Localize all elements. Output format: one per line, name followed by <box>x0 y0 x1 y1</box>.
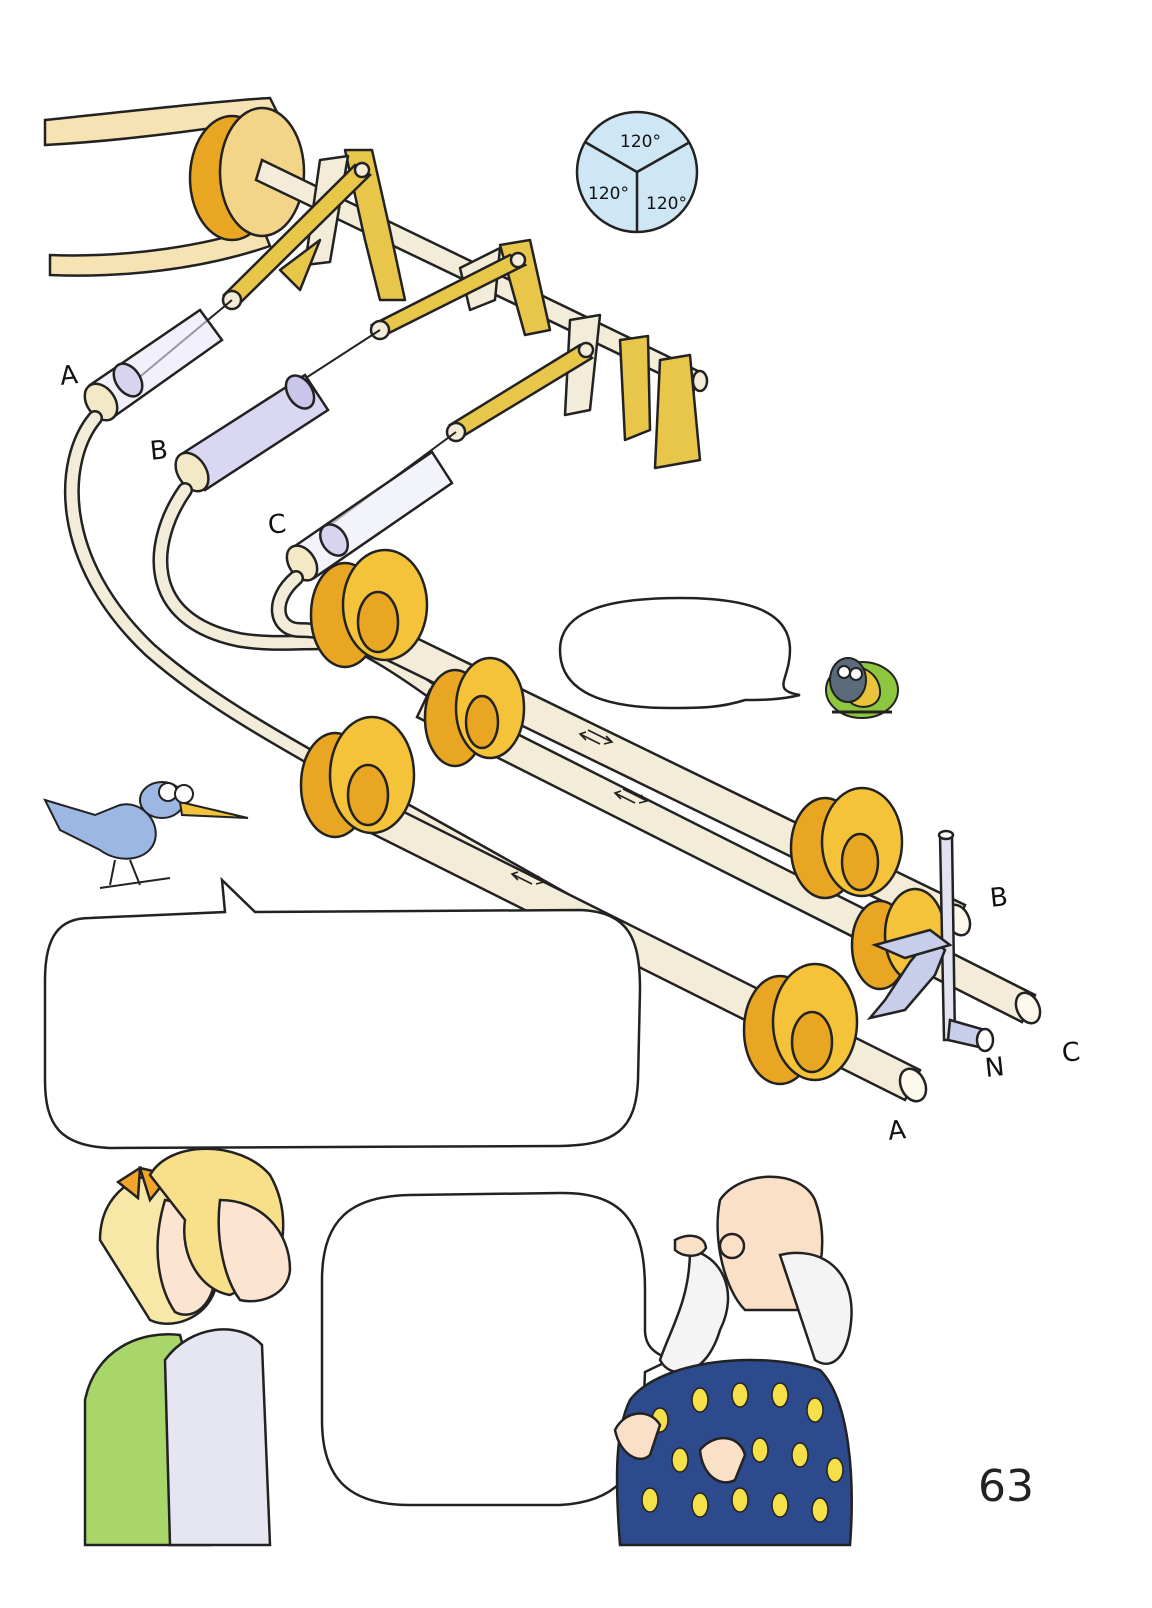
old-man-character <box>613 1175 853 1547</box>
cylinder-a <box>83 308 224 422</box>
pipe-c-label: C <box>1060 1037 1082 1069</box>
pipe-a-label: A <box>886 1115 908 1147</box>
wheel-a-rear <box>742 962 859 1086</box>
snail-character <box>825 657 899 719</box>
cylinder-c <box>285 450 454 582</box>
speech-bubble-top-text <box>590 630 770 670</box>
pipe-b-label: B <box>988 882 1010 914</box>
wheel-c-front <box>309 548 429 669</box>
drive-belt <box>43 96 282 277</box>
cylinder-a-label: A <box>58 360 80 392</box>
speech-bubble-top <box>558 596 801 710</box>
neutral-wire-n <box>866 829 995 1053</box>
angle-disc <box>575 110 699 234</box>
speech-bubble-middle-text <box>80 950 600 1100</box>
cylinder-b-label: B <box>148 435 170 467</box>
page-number: 63 <box>978 1461 1034 1512</box>
bird-character <box>43 781 249 889</box>
speech-bubble-middle <box>43 876 642 1150</box>
speech-bubble-bottom <box>320 1191 673 1507</box>
flow-arrows <box>510 729 649 885</box>
wheel-b-front <box>423 656 526 768</box>
connecting-rods <box>221 161 595 443</box>
speech-bubble-bottom-text <box>350 1230 610 1470</box>
boy-character <box>148 1147 292 1547</box>
pipe-n-label: N <box>983 1052 1006 1084</box>
angle-label-top: 120° <box>620 132 661 152</box>
wheel-a-front <box>299 715 416 839</box>
cylinder-c-label: C <box>266 509 288 541</box>
angle-label-left: 120° <box>588 184 629 204</box>
wheel-b-rear <box>789 786 904 900</box>
angle-label-right: 120° <box>646 194 687 214</box>
cylinder-b <box>174 373 330 493</box>
